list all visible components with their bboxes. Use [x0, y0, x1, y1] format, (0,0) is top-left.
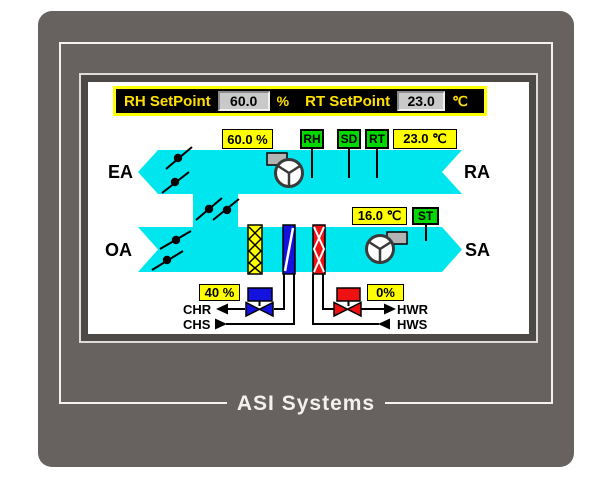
rh-sensor-tag: RH: [300, 129, 324, 149]
hot-valve-position-badge: 0%: [367, 284, 404, 301]
return-air-label: RA: [464, 162, 490, 182]
st-sensor-tag: ST: [412, 207, 439, 225]
return-temp-badge: 23.0 ℃: [393, 129, 457, 149]
rt-setpoint-unit: ℃: [452, 92, 468, 109]
sd-sensor-tag: SD: [337, 129, 361, 149]
exhaust-air-label: EA: [108, 162, 134, 182]
exhaust-fan-icon: [266, 152, 304, 188]
setpoint-panel: RH SetPoint 60.0 % RT SetPoint 23.0 ℃: [113, 86, 487, 116]
supply-fan-icon: [365, 231, 408, 264]
rt-sensor-tag: RT: [365, 129, 389, 149]
ahu-diagram: [138, 146, 462, 330]
chilled-valve-position-badge: 40 %: [199, 284, 240, 301]
brand-row: ASI Systems: [38, 392, 574, 416]
rh-setpoint-unit: %: [276, 93, 290, 109]
supply-temp-badge: 16.0 ℃: [352, 207, 407, 225]
chilled-valve-icon: [245, 287, 274, 318]
supply-air-label: SA: [465, 240, 491, 260]
damper-icons: [151, 146, 240, 271]
hot-valve-icon: [333, 287, 362, 318]
chr-pipe-label: CHR: [183, 302, 212, 317]
piping: [226, 274, 384, 325]
screen-frame: RH SetPoint 60.0 % RT SetPoint 23.0 ℃ 60…: [79, 73, 538, 343]
rh-setpoint-field[interactable]: 60.0: [217, 91, 270, 111]
mixing-duct: [193, 193, 238, 228]
heating-coil-icon: [312, 224, 326, 275]
sensor-lines: [311, 149, 427, 241]
return-humidity-badge: 60.0 %: [222, 129, 273, 149]
hws-pipe-label: HWS: [397, 317, 428, 332]
rh-setpoint-label: RH SetPoint: [124, 92, 211, 110]
chs-pipe-label: CHS: [183, 317, 211, 332]
pipe-flow-arrows: [215, 303, 396, 330]
filter-icon: [247, 224, 263, 275]
hmi-screen: RH SetPoint 60.0 % RT SetPoint 23.0 ℃ 60…: [88, 82, 529, 334]
cooling-coil-icon: [282, 224, 296, 275]
rt-setpoint-label: RT SetPoint: [305, 92, 391, 110]
hmi-bezel: RH SetPoint 60.0 % RT SetPoint 23.0 ℃ 60…: [38, 11, 574, 467]
rt-setpoint-field[interactable]: 23.0: [397, 91, 446, 111]
brand-label: ASI Systems: [226, 392, 386, 416]
outside-air-label: OA: [105, 240, 132, 260]
hwr-pipe-label: HWR: [397, 302, 429, 317]
